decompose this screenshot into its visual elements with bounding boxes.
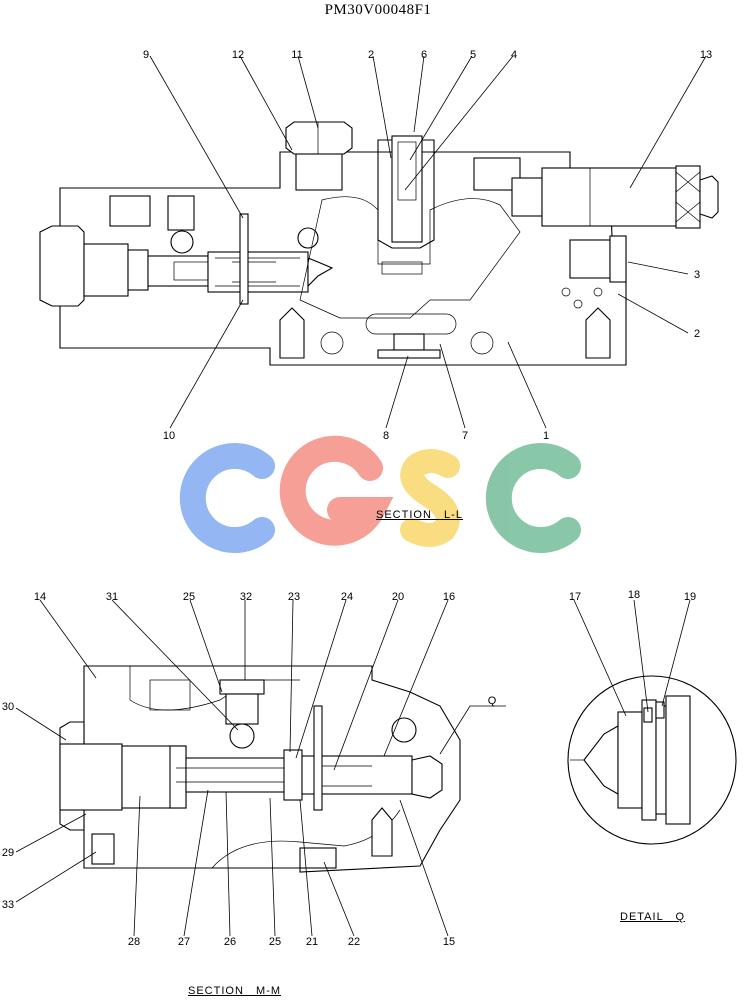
section-l-l-leaders	[149, 55, 707, 429]
callout-5: 5	[470, 49, 476, 61]
callout-25-top: 25	[183, 591, 195, 603]
callout-24: 24	[341, 591, 353, 603]
detail-q-leaders	[573, 599, 691, 717]
callout-21: 21	[306, 936, 318, 948]
callout-23: 23	[288, 591, 300, 603]
callout-7: 7	[462, 430, 468, 442]
callout-15: 15	[443, 936, 455, 948]
callout-9: 9	[143, 49, 149, 61]
section-m-m-view	[59, 665, 461, 873]
callout-33: 33	[2, 899, 14, 911]
section-l-l-view	[39, 121, 719, 366]
detail-q-callouts: 17 18 19	[569, 589, 696, 603]
watermark-c2	[485, 443, 581, 553]
watermark-g	[279, 435, 394, 546]
callout-12: 12	[232, 49, 244, 61]
watermark	[179, 435, 581, 553]
callout-13: 13	[700, 49, 712, 61]
callout-17: 17	[569, 591, 581, 603]
callout-32: 32	[240, 591, 252, 603]
callout-6: 6	[421, 49, 427, 61]
detail-q-view	[567, 675, 737, 845]
callout-3: 3	[694, 269, 700, 281]
section-m-m-leaders	[15, 599, 506, 937]
callout-22: 22	[348, 936, 360, 948]
callout-10: 10	[163, 430, 175, 442]
callout-26: 26	[224, 936, 236, 948]
watermark-c1	[179, 443, 275, 553]
callout-29: 29	[2, 847, 14, 859]
callout-8: 8	[383, 430, 389, 442]
callout-28: 28	[128, 936, 140, 948]
callout-27: 27	[178, 936, 190, 948]
watermark-s	[400, 449, 460, 547]
callout-20: 20	[392, 591, 404, 603]
section-l-l-callouts: 9 12 11 2 6 5 4 13 3 2 1 7 8 10	[143, 49, 712, 442]
section-m-m-callouts: 14 31 25 32 23 24 20 16 Q 30 29 33 28 27…	[2, 591, 497, 948]
callout-14: 14	[34, 591, 46, 603]
callout-19: 19	[684, 591, 696, 603]
callout-1: 1	[543, 430, 549, 442]
callout-30: 30	[2, 701, 14, 713]
callout-2: 2	[368, 49, 374, 61]
callout-q: Q	[488, 695, 497, 707]
drawing-code: PM30V00048F1	[324, 2, 432, 18]
detail-q-label: DETAIL Q	[620, 911, 686, 923]
callout-2-right: 2	[694, 328, 700, 340]
callout-31: 31	[106, 591, 118, 603]
callout-25-bottom: 25	[269, 936, 281, 948]
callout-18: 18	[628, 589, 640, 601]
section-l-l-label: SECTION L-L	[376, 509, 463, 521]
callout-11: 11	[291, 49, 302, 61]
section-m-m-label: SECTION M-M	[188, 985, 282, 997]
callout-4: 4	[511, 49, 517, 61]
callout-16: 16	[443, 591, 455, 603]
